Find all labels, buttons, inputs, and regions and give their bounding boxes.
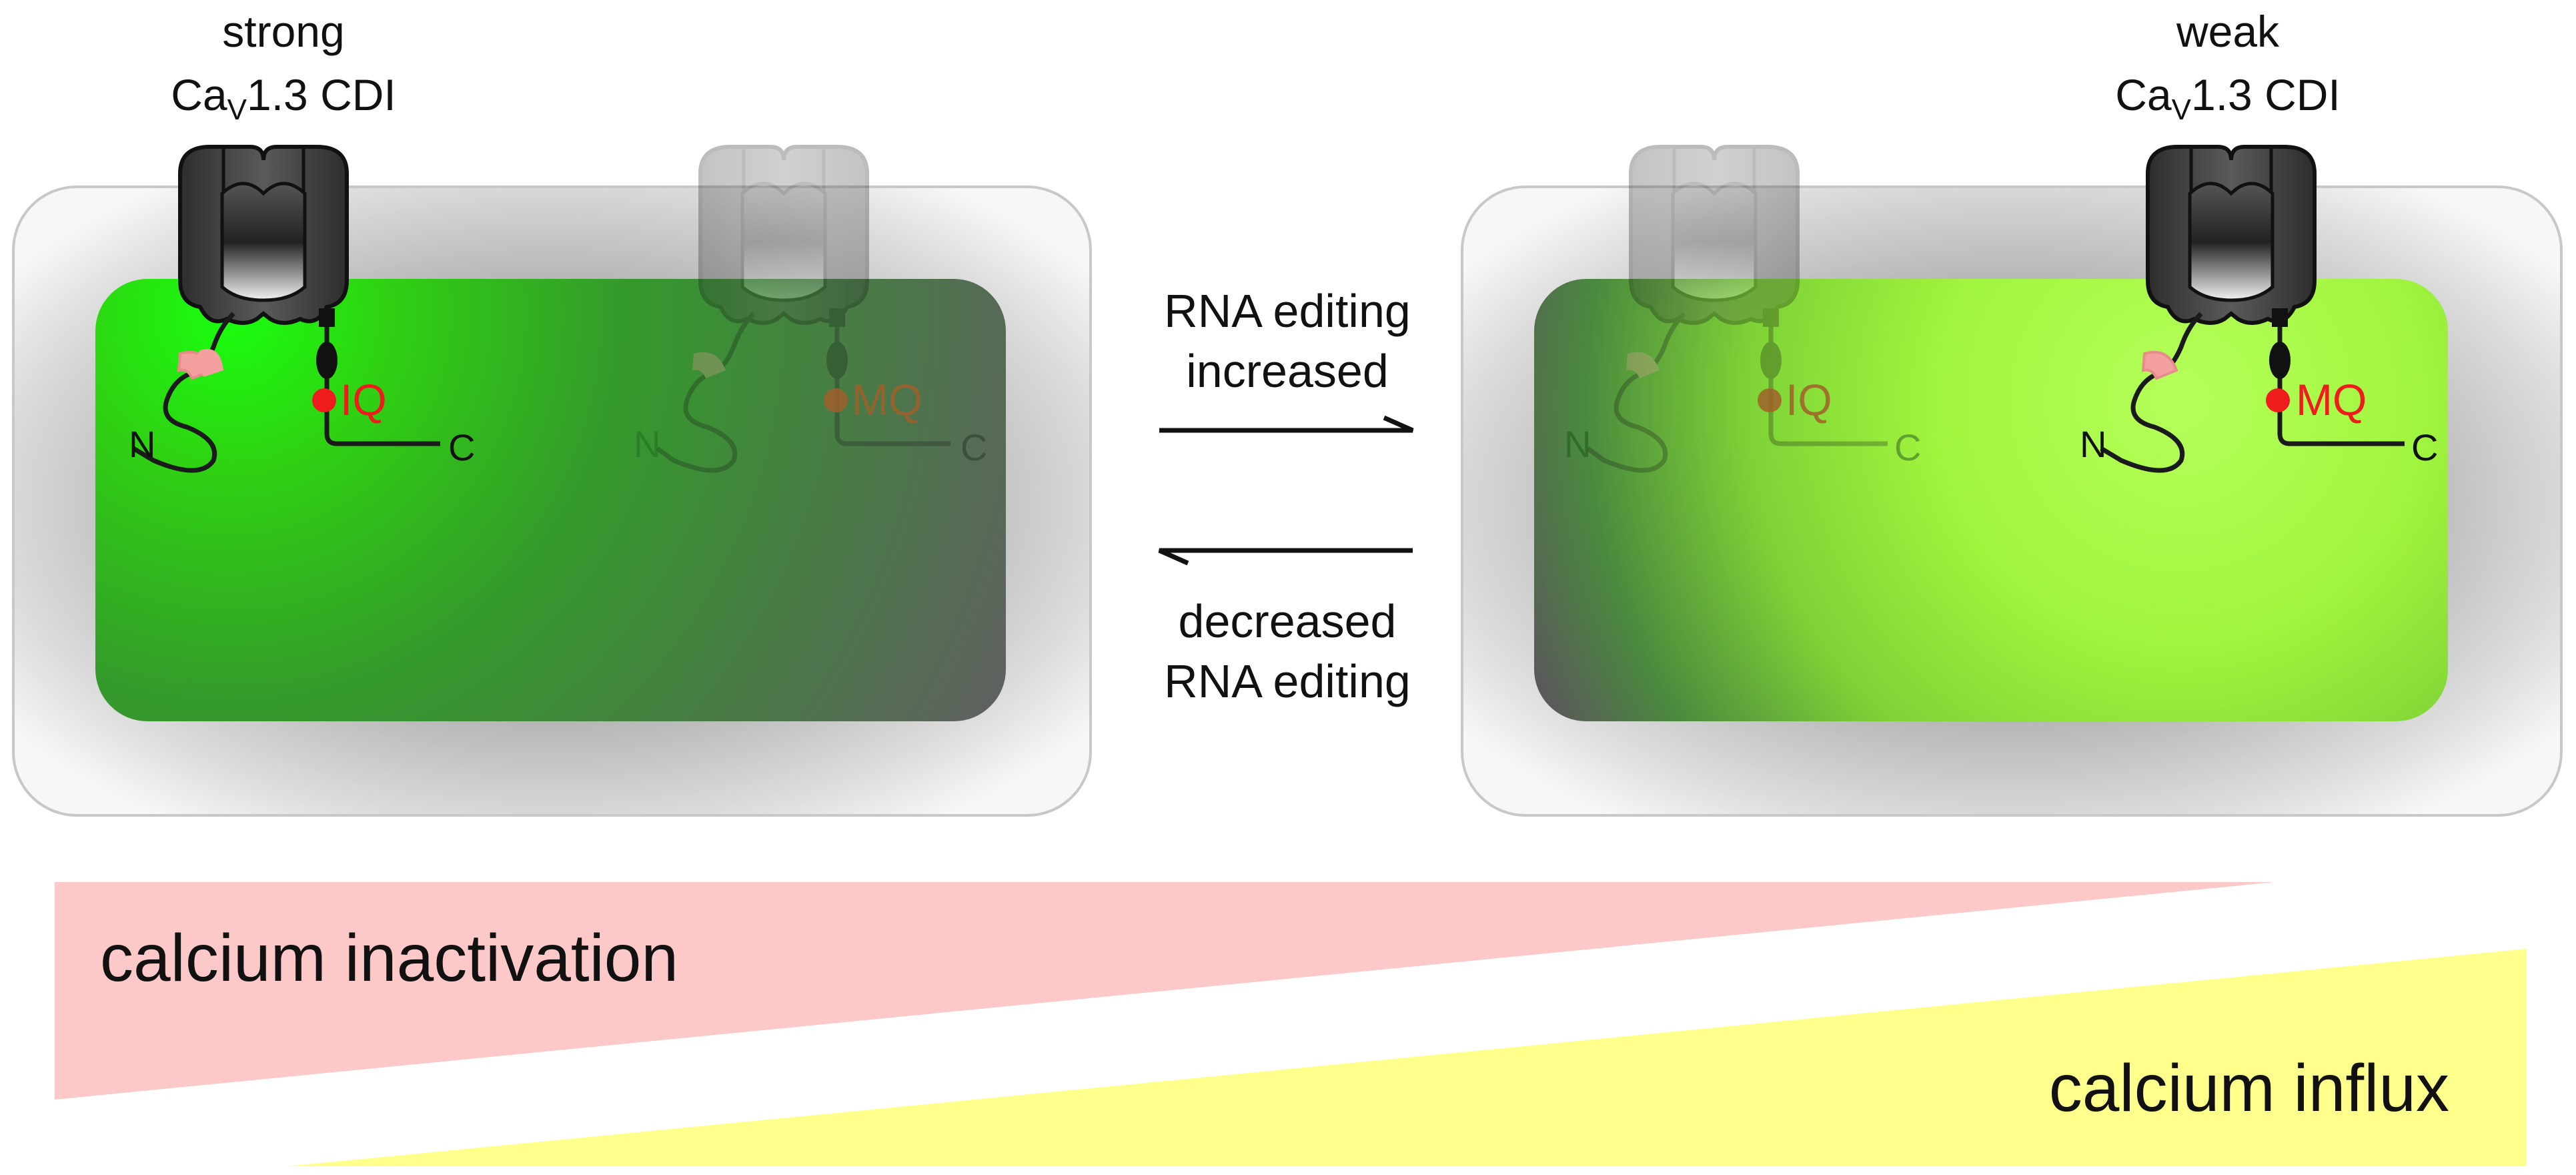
reverse-arrow xyxy=(1158,548,1413,566)
n-terminus-line-r xyxy=(2100,312,2203,473)
n-lobe-pink-r xyxy=(2141,350,2178,380)
faded-c-box xyxy=(829,308,845,327)
influx-wedge-group: calcium influx xyxy=(287,949,2527,1166)
right-n-label-b: N xyxy=(2080,423,2106,465)
reverse-label-2: RNA editing xyxy=(1164,655,1411,707)
faded-c-ellipse xyxy=(826,342,848,379)
inactivation-label: calcium inactivation xyxy=(100,921,678,996)
reverse-label-1: decreased xyxy=(1179,595,1397,647)
forward-arrow xyxy=(1159,415,1414,433)
left-title-line2: CaV1.3 CDI xyxy=(171,70,396,126)
faded-c-terminus xyxy=(834,314,950,446)
left-faded-channel xyxy=(655,147,950,473)
channel-icon-r xyxy=(2148,147,2315,323)
left-title-line1: strong xyxy=(222,7,344,56)
c-ellipse-r xyxy=(2269,342,2291,379)
left-title: strong CaV1.3 CDI xyxy=(171,7,396,126)
inactivation-wedge-group: calcium inactivation xyxy=(55,882,2275,1100)
iq-dot xyxy=(312,388,336,412)
right-c-label-b: C xyxy=(2411,426,2438,468)
c-ellipse xyxy=(316,342,338,379)
faded-n-terminus xyxy=(655,312,756,473)
iq-dot-faded xyxy=(1758,388,1782,412)
right-faded-channel xyxy=(1585,147,1888,473)
left-n-label-b: N xyxy=(634,423,660,465)
influx-wedge xyxy=(287,949,2527,1166)
right-title-line1: weak xyxy=(2176,7,2280,56)
left-iq-label: IQ xyxy=(340,375,387,424)
right-cell-cytoplasm xyxy=(1534,279,2448,721)
faded-n-terminus-r xyxy=(1585,312,1686,473)
channel-icon-faded xyxy=(700,147,867,323)
c-terminus-line xyxy=(324,314,440,446)
mq-dot-faded xyxy=(824,388,848,412)
channel-icon xyxy=(180,147,347,323)
faded-n-lobe-r xyxy=(1626,352,1660,378)
right-title: weak CaV1.3 CDI xyxy=(2115,7,2340,126)
left-active-channel xyxy=(132,147,440,473)
faded-n-lobe xyxy=(692,352,726,378)
right-n-label-a: N xyxy=(1564,423,1591,465)
equilibrium-arrows: RNA editing increased decreased RNA edit… xyxy=(1158,285,1414,707)
right-c-label-a: C xyxy=(1894,426,1921,468)
right-title-line2: CaV1.3 CDI xyxy=(2115,70,2340,126)
left-cell-cytoplasm xyxy=(95,279,1006,721)
inactivation-wedge xyxy=(55,882,2275,1100)
left-n-label-a: N xyxy=(129,423,155,465)
forward-label-2: increased xyxy=(1186,345,1389,397)
c-box-r xyxy=(2272,308,2288,327)
left-cell: N C IQ N C MQ xyxy=(12,147,1092,817)
c-terminus-line-r xyxy=(2277,314,2405,446)
influx-label: calcium influx xyxy=(2049,1051,2449,1126)
right-iq-label: IQ xyxy=(1786,375,1832,424)
n-terminus-line xyxy=(132,312,235,473)
right-cell: N C IQ N C MQ xyxy=(1461,147,2563,817)
forward-label-1: RNA editing xyxy=(1164,285,1411,337)
right-mq-label: MQ xyxy=(2296,375,2367,424)
left-c-label-b: C xyxy=(960,426,987,468)
mq-dot xyxy=(2266,388,2290,412)
faded-c-ellipse-r xyxy=(1760,342,1782,379)
left-mq-label: MQ xyxy=(852,375,922,424)
channel-icon-faded-r xyxy=(1631,147,1798,323)
faded-c-terminus-r xyxy=(1768,314,1888,446)
n-lobe-pink-2 xyxy=(190,349,223,377)
c-box xyxy=(319,308,335,327)
right-active-channel xyxy=(2100,147,2405,473)
faded-c-box-r xyxy=(1763,308,1779,327)
left-c-label-a: C xyxy=(448,426,475,468)
